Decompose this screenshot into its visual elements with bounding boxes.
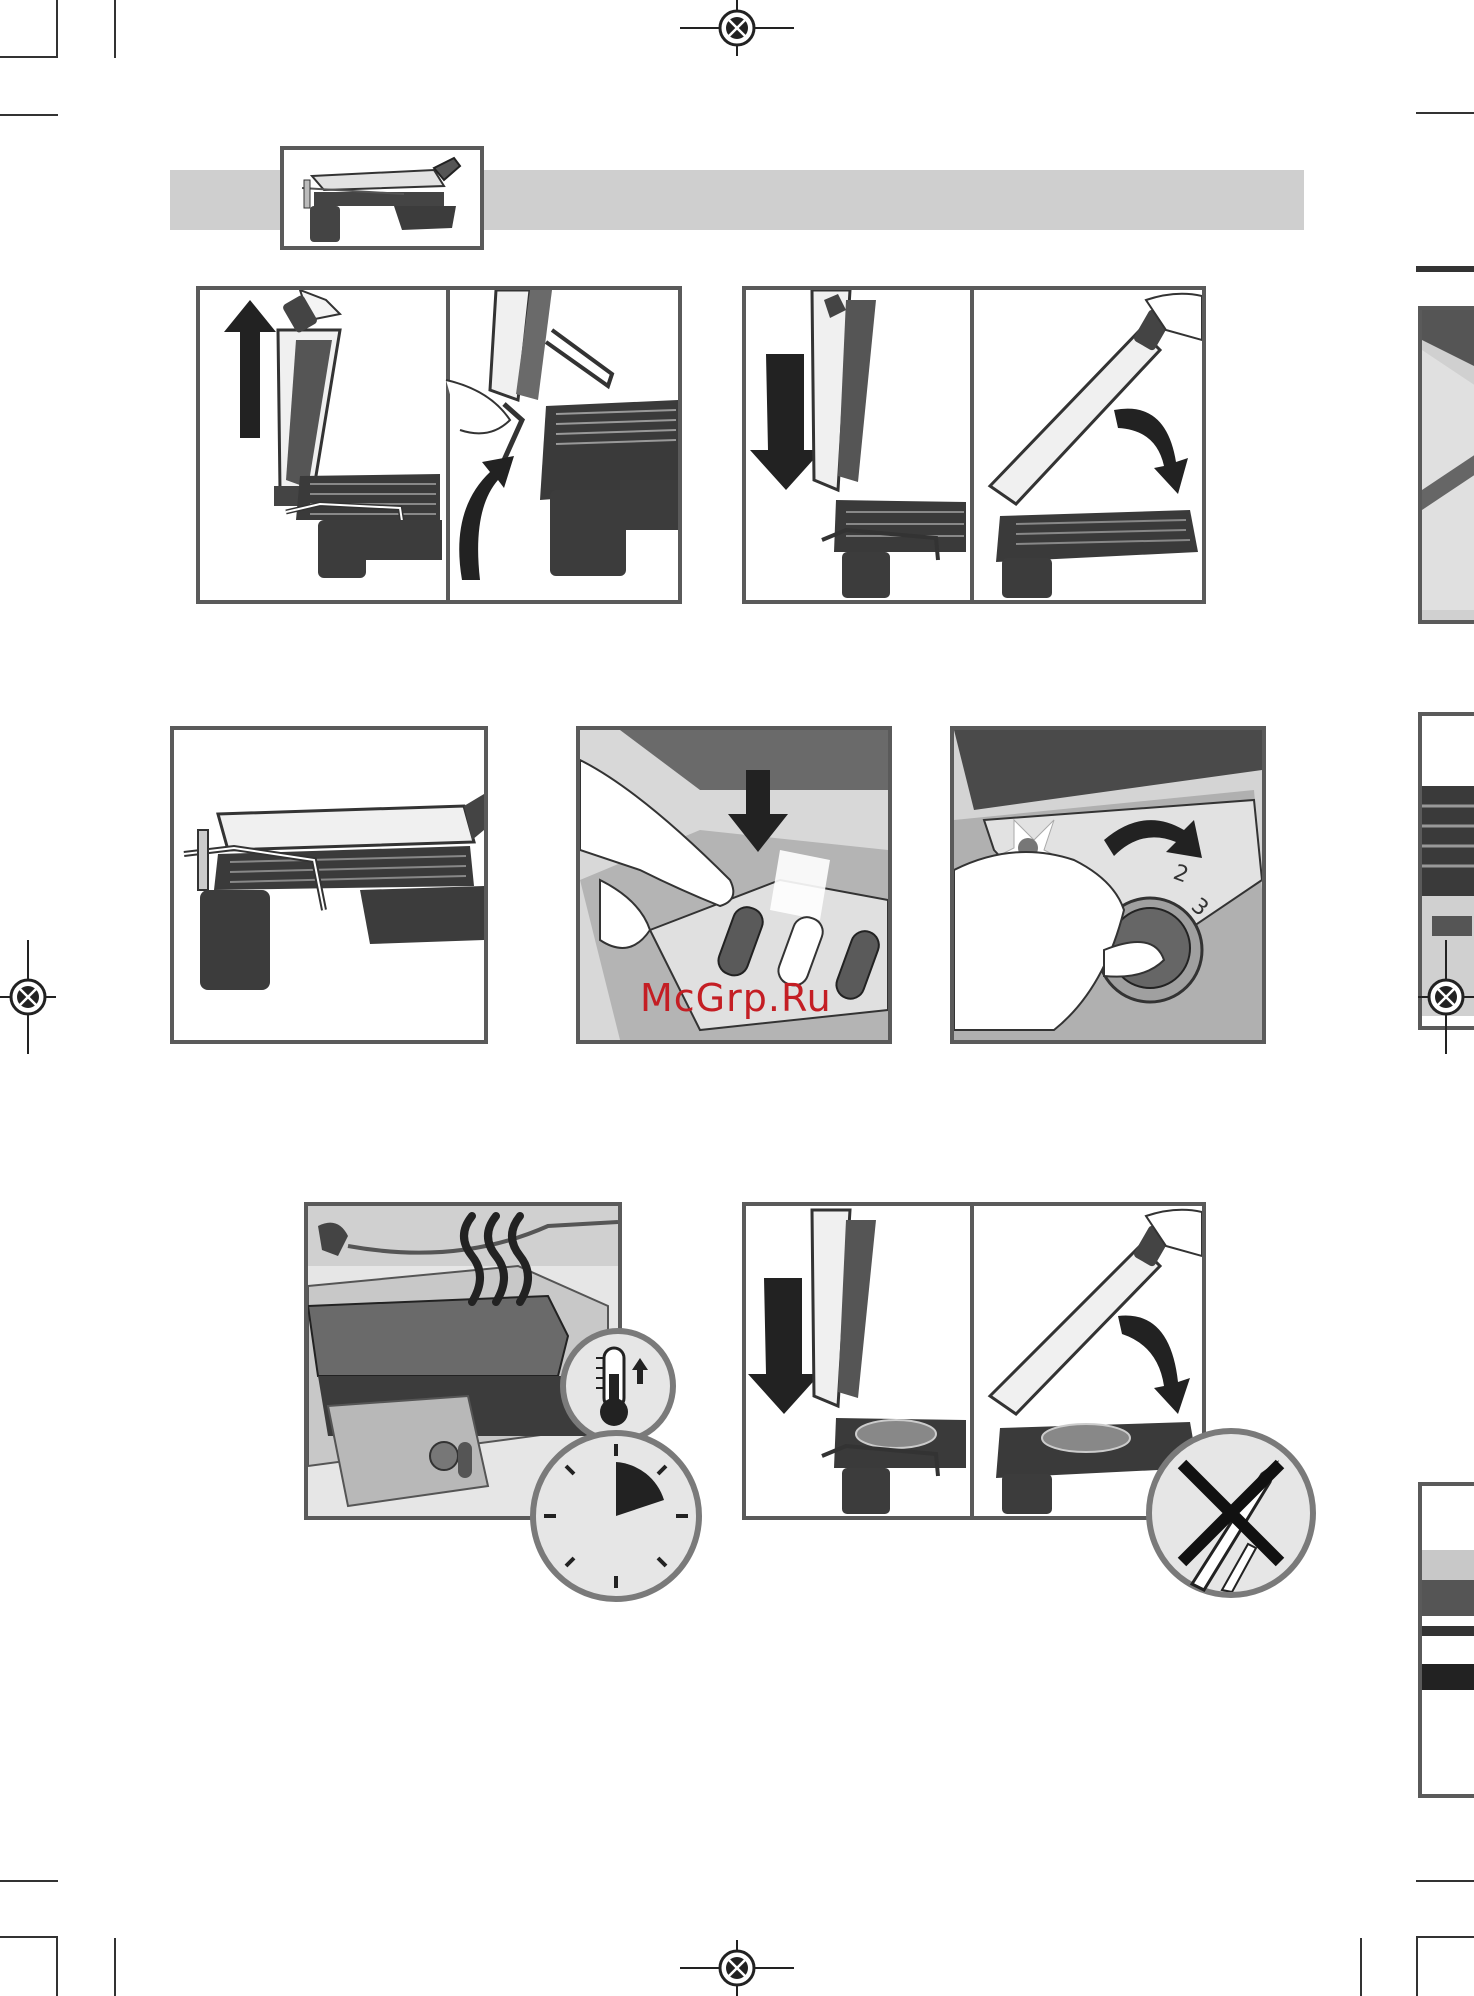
crop-mark [56,1938,58,1996]
open-grill-illustration [200,290,678,600]
registration-mark-icon [680,1940,794,1996]
closed-grill-illustration [174,730,484,1040]
curved-arrow-icon [1114,409,1188,494]
crop-mark [0,114,58,116]
crop-mark [0,56,58,58]
curved-arrow-icon [459,456,514,580]
edge-panel-top [1418,306,1474,624]
watermark: McGrp.Ru [640,976,860,1026]
crop-mark [56,0,58,58]
arrow-down-icon [748,1278,820,1414]
step-panel-closed-grill [170,726,488,1044]
arrow-up-icon [224,300,276,438]
step-panel-cooking [742,1202,1206,1520]
step-panel-close-lid [742,286,1206,604]
curved-arrow-icon [1118,1316,1190,1414]
registration-mark-icon [1418,940,1474,1054]
cooking-illustration [746,1206,1202,1516]
registration-mark-icon [680,0,794,56]
close-lid-illustration [746,290,1202,600]
crop-mark [114,0,116,58]
header-thumbnail [280,146,484,250]
arrow-down-icon [750,354,822,490]
step-panel-temperature-dial: 2 3 [950,726,1266,1044]
no-metal-utensils-icon [1146,1428,1316,1598]
edge-panel-bottom [1418,1482,1474,1798]
crop-mark [0,1880,58,1882]
crop-mark [1416,112,1474,114]
crop-mark [114,1938,116,1996]
thermometer-icon [560,1328,676,1444]
temperature-dial-illustration: 2 3 [954,730,1262,1040]
step-panel-open-grill [196,286,682,604]
crop-mark [0,1936,58,1938]
crop-mark [1360,1938,1362,1996]
registration-mark-icon [0,940,56,1054]
crop-mark [1416,266,1474,272]
crop-mark [1416,1938,1418,1996]
crop-mark [1416,1880,1474,1882]
grill-closed-icon [284,150,480,246]
crop-mark [1416,1936,1474,1938]
timer-icon [530,1430,702,1602]
